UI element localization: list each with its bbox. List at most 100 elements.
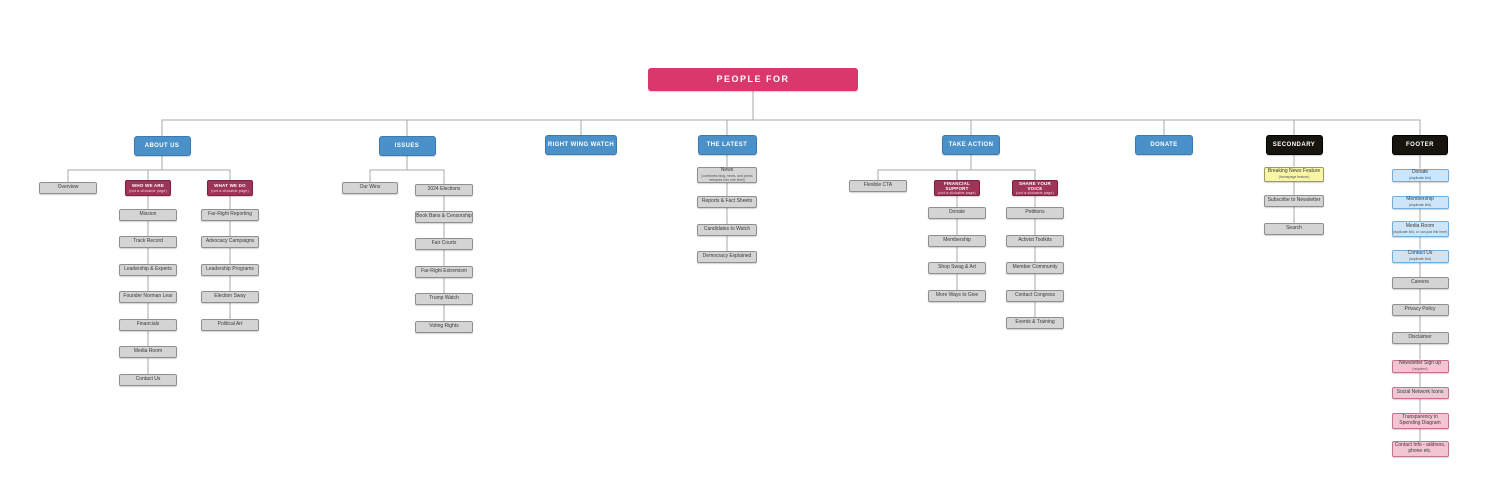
node-sublabel: (duplicate link, or can just link here) (1392, 229, 1448, 234)
node-search: Search (1264, 223, 1324, 235)
node-flexible-cta: Flexible CTA (849, 180, 907, 192)
node-label: Donate (1411, 169, 1429, 176)
node-label: Transparency in Spending Diagram (1399, 414, 1441, 426)
node-label: TAKE ACTION (948, 141, 994, 148)
node-label: Contact Congress (1014, 292, 1056, 299)
node-elections-2024: 2024 Elections (415, 184, 473, 196)
node-transparency-spending: Transparency in Spending Diagram (1391, 413, 1449, 429)
node-contact-info: Contact Info - address, phone etc. (1391, 441, 1449, 457)
node-take-action: TAKE ACTION (942, 135, 1000, 155)
node-contact-congress: Contact Congress (1006, 290, 1064, 302)
node-fair-courts: Fair Courts (415, 238, 473, 250)
node-democracy-explained: Democracy Explained (697, 251, 757, 263)
node-label: Social Network Icons (1396, 389, 1444, 396)
node-far-right-extremism: Far-Right Extremism (415, 266, 473, 278)
node-footer: FOOTER (1392, 135, 1448, 155)
connector-issues-to-elections-2024 (406, 156, 445, 184)
node-subscribe-newsletter: Subscribe to Newsletter (1264, 195, 1324, 207)
node-label: Events & Training (1015, 319, 1055, 326)
node-track-record: Track Record (119, 236, 177, 248)
node-election-sway: Election Sway (201, 291, 259, 303)
node-voting-rights: Voting Rights (415, 321, 473, 333)
node-label: Advocacy Campaigns (205, 238, 255, 245)
node-share-your-voice: SHARE YOUR VOICE(not a clickable page) (1012, 180, 1058, 196)
node-label: Media Room (1405, 223, 1435, 230)
node-label: More Ways to Give (935, 292, 979, 299)
connector-take-action-to-share-your-voice (970, 155, 1036, 180)
node-events-training: Events & Training (1006, 317, 1064, 329)
node-political-art: Political Art (201, 319, 259, 331)
node-label: Activist Toolkits (1018, 237, 1052, 244)
node-label: Search (1286, 225, 1302, 232)
node-sublabel: (duplicate link) (1408, 175, 1432, 180)
node-label: Candidates to Watch (703, 226, 751, 233)
node-label: Voting Rights (429, 323, 459, 330)
node-media-room-f: Media Room(duplicate link, or can just l… (1391, 221, 1449, 237)
node-candidates-to-watch: Candidates to Watch (697, 224, 757, 236)
node-leadership-programs: Leadership Programs (201, 264, 259, 276)
node-member-community: Member Community (1006, 262, 1064, 274)
node-label: Far-Right Extremism (421, 268, 467, 275)
node-sublabel: (not a clickable page) (211, 188, 249, 193)
node-label: Book Bans & Censorship (416, 213, 472, 220)
node-label: 2024 Elections (427, 186, 461, 193)
node-label: Newsletter Sign up (1399, 360, 1441, 367)
node-label: Media Room (133, 348, 163, 355)
node-label: Membership (1406, 196, 1434, 203)
node-shop-swag-art: Shop Swag & Art (928, 262, 986, 274)
node-mission: Mission (119, 209, 177, 221)
connector-issues-to-our-wins (369, 156, 408, 182)
node-contact-us-f: Contact Us(duplicate link) (1391, 249, 1449, 263)
node-label: WHO WE ARE (131, 183, 165, 189)
node-label: Contact Info - address, phone etc. (1394, 442, 1446, 454)
node-founder-norman-lear: Founder Norman Lear (119, 291, 177, 303)
node-label: Member Community (1012, 264, 1058, 271)
node-label: DONATE (1150, 141, 1178, 148)
connector-take-action-to-financial-support (956, 155, 972, 180)
node-label: Mission (139, 211, 157, 218)
node-label: Financials (136, 321, 160, 328)
node-label: Track Record (133, 238, 163, 245)
node-label: SHARE YOUR VOICE (1019, 180, 1051, 191)
connector-people-for-to-footer (752, 90, 1421, 135)
node-label: THE LATEST (706, 141, 748, 148)
node-sublabel: (duplicate link) (1408, 256, 1432, 261)
node-label: Disclaimer (1408, 334, 1432, 341)
node-label: ISSUES (394, 142, 420, 149)
node-breaking-news-feature: Breaking News Feature(homepage feature) (1264, 166, 1324, 182)
node-sublabel: (not a clickable page) (129, 188, 167, 193)
connector-people-for-to-take-action (752, 90, 972, 135)
node-label: ABOUT US (144, 142, 180, 149)
node-sublabel: (required) (1412, 366, 1428, 371)
node-label: Fair Courts (431, 240, 457, 247)
node-label: Membership (943, 237, 971, 244)
node-privacy-policy: Privacy Policy (1391, 304, 1449, 316)
node-the-latest: THE LATEST (697, 135, 757, 155)
node-label: Subscribe to Newsletter (1267, 197, 1321, 204)
node-leadership-experts: Leadership & Experts (119, 264, 177, 276)
node-label: Democracy Explained (702, 253, 752, 260)
node-advocacy-campaigns: Advocacy Campaigns (201, 236, 259, 248)
connector-people-for-to-secondary (752, 90, 1295, 135)
node-label: Election Sway (214, 293, 246, 300)
node-label: Petitions (1025, 209, 1045, 216)
node-petitions: Petitions (1006, 207, 1064, 219)
node-label: FINANCIAL SUPPORT (943, 180, 971, 191)
node-sublabel: (not a clickable page) (938, 191, 976, 196)
node-label: Privacy Policy (1404, 306, 1436, 313)
node-label: FOOTER (1406, 141, 1434, 148)
node-overview: Overview (39, 182, 97, 194)
connector-people-for-to-the-latest (726, 90, 754, 135)
node-label: WHAT WE DO (214, 183, 246, 189)
connector-people-for-to-issues (406, 90, 754, 136)
node-label: Flexible CTA (863, 182, 893, 189)
node-financial-support: FINANCIAL SUPPORT(not a clickable page) (934, 180, 980, 196)
node-label: Leadership & Experts (124, 266, 172, 273)
node-membership-f: Membership(duplicate link) (1391, 195, 1449, 209)
node-reports-fact-sheets: Reports & Fact Sheets (697, 196, 757, 208)
node-label: RIGHT WING WATCH (547, 141, 615, 148)
node-label: News (720, 167, 734, 174)
node-book-bans-censorship: Book Bans & Censorship (415, 211, 473, 223)
node-secondary: SECONDARY (1265, 135, 1323, 155)
